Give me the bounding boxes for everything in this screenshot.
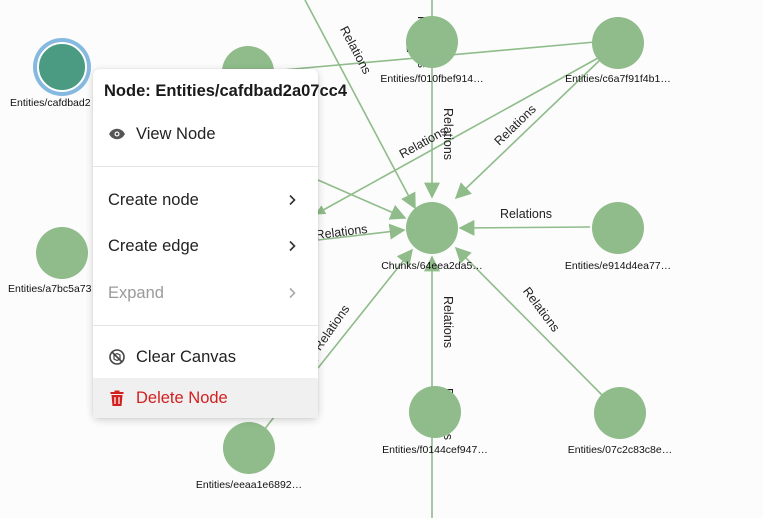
nodes: Entities/cafdbad2 Entities/f010fbef914… … [8,16,672,491]
graph-node[interactable]: Entities/f0144cef947… [382,386,488,456]
graph-edge[interactable] [317,248,413,369]
node-label: Entities/07c2c83c8e… [568,444,672,456]
expand-item: Expand [93,273,318,313]
graph-edge[interactable] [304,0,416,210]
graph-edge[interactable] [317,179,407,220]
graph-node[interactable]: Entities/07c2c83c8e… [568,387,672,456]
chevron-right-icon [288,194,298,206]
node-label: Entities/cafdbad2 [10,97,91,109]
chevron-right-icon [288,240,298,252]
node-context-menu: Node: Entities/cafdbad2a07cc4 View Node … [93,69,348,418]
graph-edge[interactable] [315,57,599,215]
edge-label: Relations [500,207,552,221]
graph-node[interactable]: Entities/f010fbef914… [380,16,484,85]
clear-canvas-label: Clear Canvas [136,347,236,366]
edge-label: Relations [520,285,563,335]
graph-edge[interactable] [317,223,406,241]
clear-canvas-icon [108,348,126,366]
node-label: Entities/c6a7f91f4b1… [565,73,671,85]
graph-edge[interactable] [454,59,601,200]
graph-node[interactable]: Entities/e914d4ea77… [565,202,671,272]
delete-node-item[interactable]: Delete Node [93,378,318,418]
graph-node[interactable]: Entities/cafdbad2 [10,38,91,109]
create-edge-label: Create edge [108,236,199,255]
graph-node[interactable]: Entities/a7bc5a73 [8,227,92,295]
chevron-right-icon [288,287,298,299]
graph-node[interactable]: Entities/c6a7f91f4b1… [565,17,671,85]
node-label: Entities/eeaa1e6892… [196,479,302,491]
expand-label: Expand [108,283,164,302]
menu-divider [93,166,318,167]
menu-divider [93,325,318,326]
create-node-label: Create node [108,190,199,209]
node-label: Entities/e914d4ea77… [565,260,671,272]
node-label: Entities/a7bc5a73 [8,283,92,295]
edge-label: Relations [315,222,368,242]
create-node-item[interactable]: Create node [93,180,318,220]
node-label: Entities/f010fbef914… [380,73,483,85]
eye-icon [108,125,126,143]
graph-edge[interactable] [458,219,591,236]
graph-node[interactable]: Chunks/64eea2da5… [381,202,483,272]
edge-label: Relations [441,296,455,348]
graph-edge[interactable] [454,246,603,396]
view-node-label: View Node [136,124,216,143]
edge-label: Relations [337,24,374,77]
delete-node-label: Delete Node [136,388,228,407]
edge-label: Relations [441,108,455,160]
node-label: Entities/f0144cef947… [382,444,488,456]
node-label: Chunks/64eea2da5… [381,260,483,272]
view-node-item[interactable]: View Node [93,114,318,154]
clear-canvas-item[interactable]: Clear Canvas [93,337,318,377]
graph-node[interactable]: Entities/eeaa1e6892… [196,422,302,491]
menu-title: Node: Entities/cafdbad2a07cc4 [104,82,348,100]
trash-icon [108,389,126,407]
create-edge-item[interactable]: Create edge [93,226,318,266]
